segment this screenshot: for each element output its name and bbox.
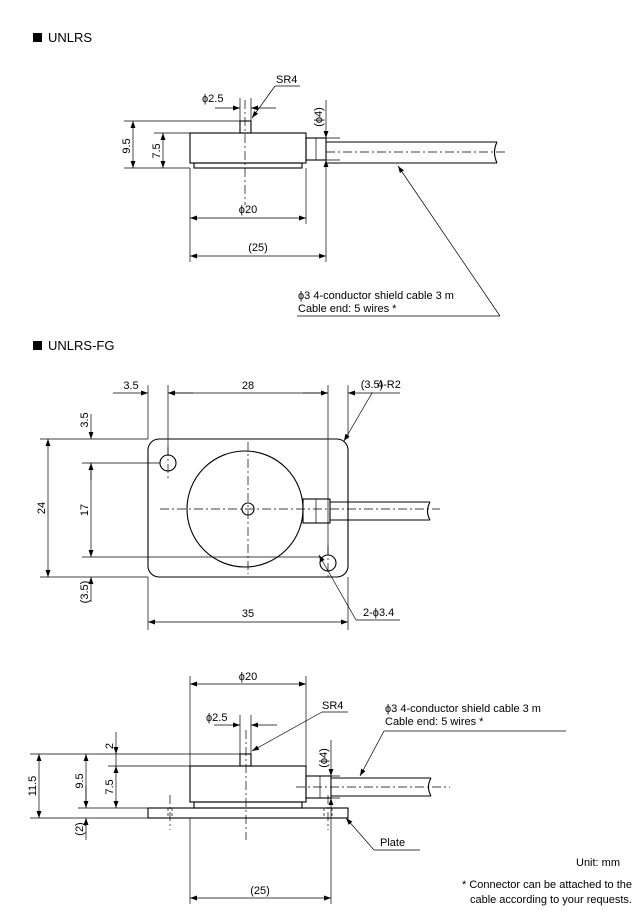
fg-overall-width-label: (25) [250, 885, 270, 897]
fg-corner-radius-label: 4-R2 [377, 379, 401, 391]
fg-right-margin-label: (3.5) [361, 379, 384, 391]
fg-holes-label: 2-ϕ3.4 [363, 607, 394, 619]
unlrs-fg-section: UNLRS-FG 3.5 28 (3.5) 4-R2 [27, 338, 566, 904]
fg-body-total-label: 9.5 [74, 773, 86, 788]
fg-radius-label: SR4 [322, 700, 343, 712]
fg-top-margin-label: 3.5 [79, 412, 91, 427]
fg-hole-offset-label: 3.5 [123, 380, 138, 392]
fg-total-height-label: 11.5 [27, 776, 39, 797]
unlrs-base [193, 162, 303, 169]
section-title-unlrs-fg: UNLRS-FG [48, 338, 114, 353]
fg-bottom-margin-label: (3.5) [79, 581, 91, 604]
fg-pin-side [239, 753, 252, 767]
fg-cable-note-line-2: Cable end: 5 wires * [385, 716, 484, 728]
fg-conn-dia-label: (ϕ4) [318, 748, 330, 768]
unit-label: Unit: mm [576, 857, 620, 869]
fg-plate-thickness-label: (2) [74, 822, 86, 835]
section-bullet-icon [33, 341, 42, 350]
unlrs-body-height-label: 7.5 [151, 143, 163, 158]
fg-pin-dia-label: ϕ2.5 [206, 712, 227, 724]
fg-body-dia-label: ϕ20 [239, 671, 257, 683]
unlrs-pin [239, 120, 252, 134]
fg-pin-height-label: 2 [104, 743, 116, 749]
unlrs-cable-note-line-1: ϕ3 4-conductor shield cable 3 m [298, 290, 454, 302]
fg-plate-top-view [147, 438, 349, 578]
section-bullet-icon [33, 33, 42, 42]
unlrs-body [189, 132, 307, 164]
fg-height-label: 24 [36, 502, 48, 514]
footer-notes: Unit: mm * Connector can be attached to … [462, 857, 632, 906]
section-title-unlrs: UNLRS [48, 30, 92, 45]
unlrs-conn-dia-label: (ϕ4) [313, 107, 325, 127]
unlrs-section: UNLRS ϕ2.5 SR4 9.5 7.5 [33, 30, 505, 317]
unlrs-width-label: (25) [248, 242, 268, 254]
fg-body-side [189, 765, 307, 803]
fg-connector-top [302, 498, 331, 524]
fg-plate-label: Plate [380, 837, 405, 849]
unlrs-total-height-label: 9.5 [121, 138, 133, 153]
unlrs-pin-dia-label: ϕ2.5 [202, 93, 223, 105]
fg-body-height-label: 7.5 [104, 779, 116, 794]
fg-width-label: 35 [242, 608, 254, 620]
footnote-line-1: * Connector can be attached to the [462, 879, 632, 891]
fg-base-side [193, 801, 303, 809]
fg-hole-pitch-y-label: 17 [79, 504, 91, 516]
fg-hole-pitch-x-label: 28 [242, 380, 254, 392]
fg-plate-side [147, 807, 349, 819]
unlrs-cable-note-line-2: Cable end: 5 wires * [298, 303, 397, 315]
fg-cable-note-line-1: ϕ3 4-conductor shield cable 3 m [385, 703, 541, 715]
unlrs-body-dia-label: ϕ20 [239, 204, 257, 216]
footnote-line-2: cable according to your requests. [470, 894, 632, 906]
unlrs-radius-label: SR4 [276, 74, 297, 86]
